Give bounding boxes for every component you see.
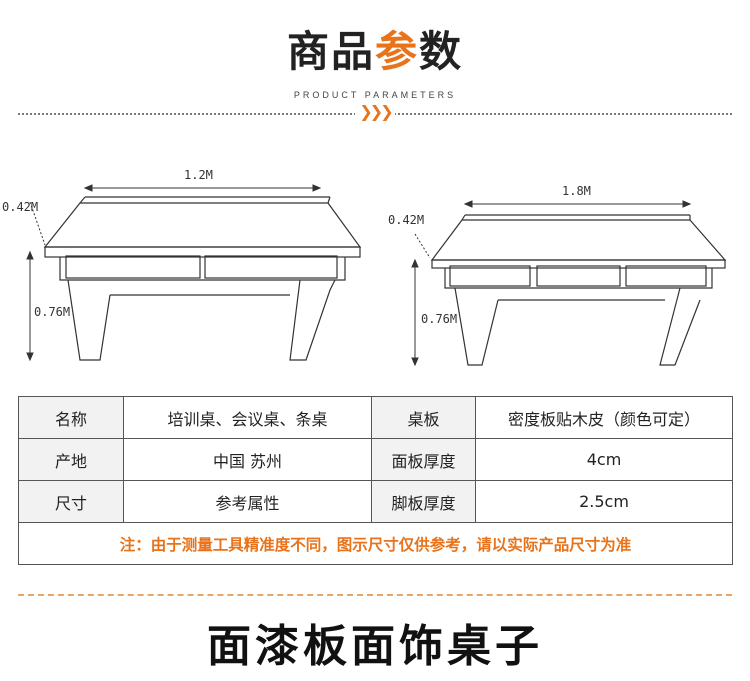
table-cell-value: 培训桌、会议桌、条桌 [123,396,372,439]
title-accent: 参 [374,27,419,76]
table-cell-label: 产地 [18,438,124,481]
right-desk-drawing [430,214,727,366]
desk-diagrams [26,184,727,367]
table-cell-label: 脚板厚度 [371,480,476,523]
table-cell-value: 4cm [475,438,733,481]
table-row: 名称 培训桌、会议桌、条桌 桌板 密度板贴木皮（颜色可定） [18,396,733,439]
table-row: 产地 中国 苏州 面板厚度 4cm [18,438,733,481]
left-height-label: 0.76M [34,305,71,319]
table-cell-label: 桌板 [371,396,476,439]
table-cell-value: 密度板贴木皮（颜色可定） [475,396,733,439]
table-cell-label: 面板厚度 [371,438,476,481]
table-cell-label: 名称 [18,396,124,439]
page-subtitle: PRODUCT PARAMETERS [293,90,457,100]
title-part2: 数 [419,27,464,76]
table-cell-value: 参考属性 [123,480,372,523]
table-cell-label: 尺寸 [18,480,124,523]
page-title: 商品参数 [0,18,750,79]
left-depth-label: 0.42M [2,200,39,214]
right-length-label: 1.8M [562,184,591,198]
left-dimension-lines [26,184,322,362]
table-note: 注：由于测量工具精准度不同，图示尺寸仅供参考，请以实际产品尺寸为准 [18,522,733,565]
table-row: 尺寸 参考属性 脚板厚度 2.5cm [18,480,733,523]
left-desk-drawing [43,196,362,361]
right-height-label: 0.76M [421,312,458,326]
chevrons-icon: ❯❯❯ [355,103,395,121]
product-name-title: 面漆板面饰桌子 [207,621,543,672]
spec-table: 名称 培训桌、会议桌、条桌 桌板 密度板贴木皮（颜色可定） 产地 中国 苏州 面… [18,396,733,565]
dashed-divider [18,594,732,596]
table-cell-value: 中国 苏州 [123,438,372,481]
title-part1: 商品 [286,27,375,76]
table-cell-value: 2.5cm [475,480,733,523]
left-length-label: 1.2M [184,168,213,182]
right-depth-label: 0.42M [388,213,425,227]
table-note-row: 注：由于测量工具精准度不同，图示尺寸仅供参考，请以实际产品尺寸为准 [18,522,733,565]
right-dimension-lines [411,200,692,367]
